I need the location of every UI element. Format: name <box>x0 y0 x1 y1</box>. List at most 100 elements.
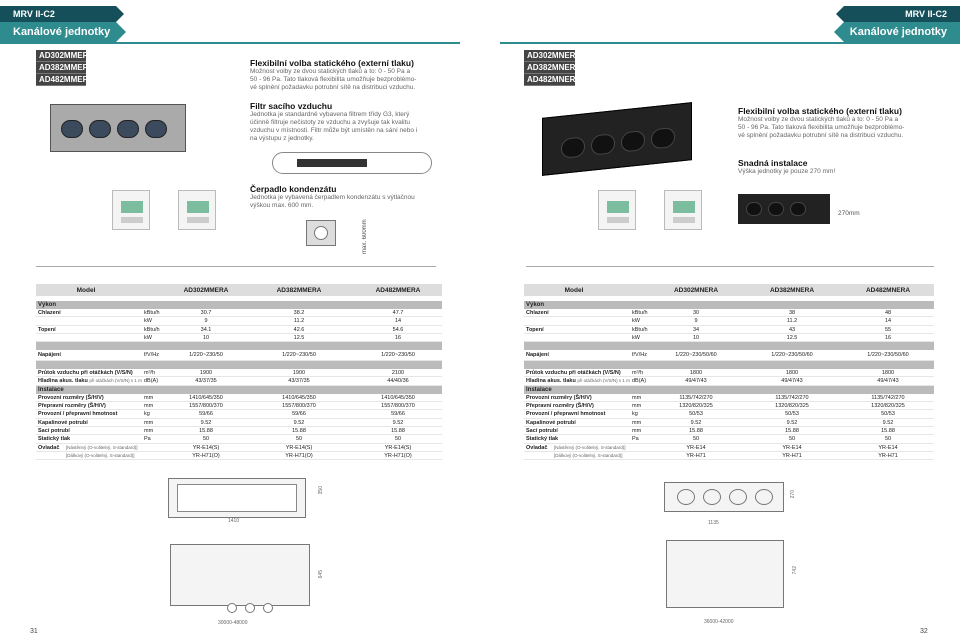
model-range-left: 30000-48000 <box>218 620 248 626</box>
feature-text: 50 - 96 Pa. Tato tlaková flexibilita umo… <box>738 124 905 131</box>
series-tag-right: MRV II-C2 <box>836 6 960 22</box>
feature-title: Flexibilní volba statického (externí tla… <box>738 106 902 116</box>
table-row: [Dálkový (O-volitelný, S-standard)]YR-H7… <box>36 452 442 461</box>
dim-width-left: 1410 <box>228 518 240 524</box>
model-label: AD382MMERA <box>36 62 94 74</box>
feature-title: Snadná instalace <box>738 158 808 168</box>
feature-title: Filtr sacího vzduchu <box>250 101 333 111</box>
wall-controller-image <box>112 190 150 230</box>
wall-controller-image <box>598 190 636 230</box>
table-row: Hladina akus. tlaku při otáčkách (V/S/N)… <box>524 377 934 386</box>
model-label: AD302MMERA <box>36 50 94 62</box>
remote-controller-image <box>664 190 702 230</box>
remote-controller-image <box>178 190 216 230</box>
feature-text: účinně filtruje nečistoty ze vzduchu a z… <box>250 119 411 126</box>
header-model: Model <box>564 287 584 294</box>
table-row: Hladina akus. tlaku při otáčkách (V/S/N)… <box>36 377 442 386</box>
pump-image <box>306 220 336 246</box>
fan-icon <box>89 120 111 138</box>
table-row: Ovladač[Nástěnný (O-volitelný, S-standar… <box>524 444 934 452</box>
category-band-left: Kanálové jednotky <box>0 22 126 42</box>
section-vykon: Výkon <box>36 301 442 309</box>
model-label: AD482MNERA <box>524 74 581 86</box>
dim-depth-left: 645 <box>318 570 324 579</box>
duct-unit-image-left <box>50 104 186 152</box>
section-instalace: Instalace <box>524 385 934 394</box>
model-label: AD382MNERA <box>524 62 581 74</box>
feature-title: Flexibilní volba statického (externí tla… <box>250 58 414 68</box>
fan-icon <box>61 120 83 138</box>
feature-pump: Čerpadlo kondenzátu Jednotka je vybavená… <box>250 184 450 210</box>
feature-text: Jednotka je vybavená čerpadlem kondenzát… <box>250 194 415 201</box>
feature-text: 50 - 96 Pa. Tato tlaková flexibilita umo… <box>250 76 417 83</box>
header-col: AD302MNERA <box>673 287 719 294</box>
table-header: Model AD302MMERA AD382MMERA AD482MMERA <box>36 284 442 296</box>
section-instalace: Instalace <box>36 385 442 394</box>
series-tag-left: MRV II-C2 <box>0 6 124 22</box>
header-col: AD302MMERA <box>183 287 229 294</box>
duct-unit-image-right <box>542 102 692 176</box>
filter-callout <box>272 152 432 174</box>
dim-height-left: 350 <box>318 486 324 495</box>
feature-text: na výstupu z jednotky. <box>250 135 314 142</box>
feature-title: Čerpadlo kondenzátu <box>250 184 337 194</box>
low-height-unit-image <box>738 194 830 224</box>
feature-easy-install: Snadná instalace Výška jednotky je pouze… <box>738 158 950 176</box>
feature-text: vé splnění požadavku potrubní sítě na di… <box>738 132 904 139</box>
table-header: Model AD302MNERA AD382MNERA AD482MNERA <box>524 284 934 296</box>
feature-text: vé splnění požadavku potrubní sítě na di… <box>250 84 416 91</box>
section-rule-left <box>36 266 436 267</box>
header-col: AD382MMERA <box>276 287 322 294</box>
section-vykon: Výkon <box>524 301 934 309</box>
model-range-right: 36000-42000 <box>704 619 734 625</box>
divider-right <box>500 42 960 44</box>
header-model: Model <box>76 287 96 294</box>
fan-icon <box>117 120 139 138</box>
table-row: Ovladač[Nástěnný (O-volitelný, S-standar… <box>36 444 442 452</box>
fan-icon <box>621 130 645 153</box>
header-col: AD482MMERA <box>375 287 421 294</box>
feature-text: Výška jednotky je pouze 270 mm! <box>738 168 836 175</box>
model-label: AD482MMERA <box>36 74 94 86</box>
dim-width-right: 1135 <box>708 520 719 526</box>
drawing-front-right <box>664 482 784 512</box>
fan-icon <box>591 133 615 156</box>
table-row: [Dálkový (O-volitelný, S-standard)]YR-H7… <box>524 452 934 461</box>
page-number-right: 32 <box>920 628 928 635</box>
fan-icon <box>561 136 585 159</box>
dim-depth-right: 742 <box>792 566 798 575</box>
height-label: 270mm <box>838 210 860 217</box>
pump-height-label: max. 600mm <box>362 219 368 254</box>
feature-text: Možnost volby ze dvou statických tlaků a… <box>250 68 411 75</box>
feature-filter: Filtr sacího vzduchu Jednotka je standar… <box>250 101 450 143</box>
filter-image <box>297 159 367 167</box>
section-rule-right <box>526 266 934 267</box>
divider-left <box>0 42 460 44</box>
feature-text: Možnost volby ze dvou statických tlaků a… <box>738 116 899 123</box>
feature-text: vzduchu v místnosti. Filtr může být umís… <box>250 127 418 134</box>
spec-table-left: Model AD302MMERA AD382MMERA AD482MMERA V… <box>36 284 442 461</box>
drawing-front-left <box>168 478 306 518</box>
fan-icon <box>145 120 167 138</box>
feature-static-pressure-left: Flexibilní volba statického (externí tla… <box>250 58 450 92</box>
